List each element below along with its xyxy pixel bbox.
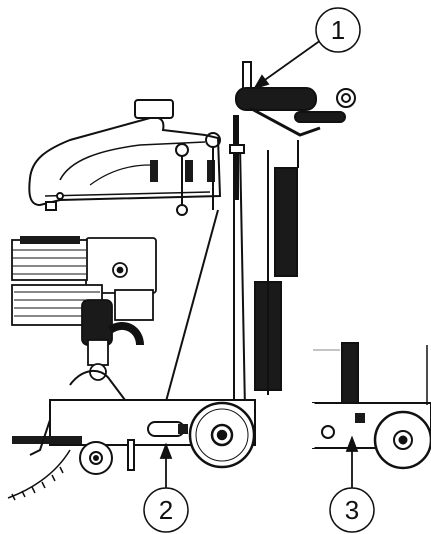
leader-arrow xyxy=(159,39,359,488)
svg-text:3: 3 xyxy=(345,495,359,525)
handle-bar xyxy=(229,61,356,200)
callout-2: 2 xyxy=(143,487,189,533)
callout-circle xyxy=(143,487,189,533)
saw-blade xyxy=(7,449,71,501)
wrench-icon xyxy=(175,132,221,216)
callout-1: 1 xyxy=(315,7,361,53)
rear-wheel xyxy=(188,401,256,469)
front-wheel xyxy=(79,441,113,475)
callout-circle xyxy=(329,487,375,533)
inset-detail xyxy=(311,342,431,470)
callout-3: 3 xyxy=(329,487,375,533)
callout-circle xyxy=(315,7,361,53)
engine xyxy=(11,236,157,381)
svg-text:1: 1 xyxy=(331,15,345,45)
blade-guard xyxy=(28,99,222,211)
handle-column xyxy=(254,140,299,395)
svg-text:2: 2 xyxy=(159,495,173,525)
